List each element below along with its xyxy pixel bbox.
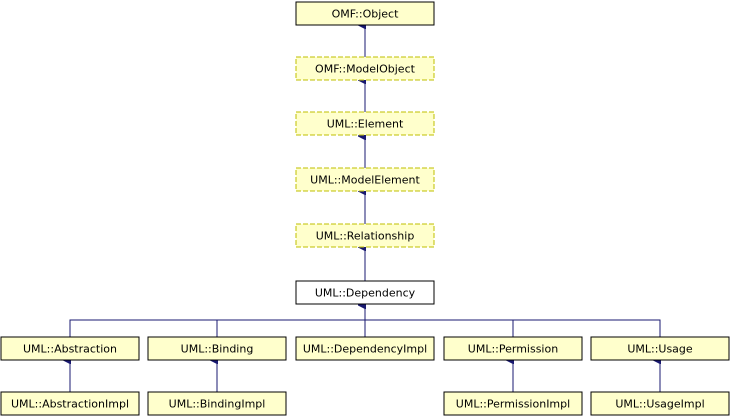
edges bbox=[70, 25, 660, 392]
node-omf-modelobject-label: OMF::ModelObject bbox=[315, 63, 416, 76]
node-uml-usageimpl-label: UML::UsageImpl bbox=[615, 398, 704, 411]
node-uml-dependencyimpl-label: UML::DependencyImpl bbox=[303, 343, 427, 356]
node-uml-permissionimpl[interactable]: UML::PermissionImpl bbox=[443, 391, 583, 416]
node-omf-object[interactable]: OMF::Object bbox=[295, 1, 435, 26]
node-omf-modelobject[interactable]: OMF::ModelObject bbox=[295, 56, 435, 81]
node-uml-usageimpl[interactable]: UML::UsageImpl bbox=[590, 391, 730, 416]
node-uml-permission[interactable]: UML::Permission bbox=[443, 336, 583, 361]
node-uml-abstractionimpl[interactable]: UML::AbstractionImpl bbox=[0, 391, 140, 416]
node-uml-abstraction-label: UML::Abstraction bbox=[23, 343, 117, 356]
node-uml-usage-label: UML::Usage bbox=[627, 343, 693, 356]
node-uml-dependency[interactable]: UML::Dependency bbox=[295, 280, 435, 305]
node-uml-modelelement-label: UML::ModelElement bbox=[310, 174, 420, 187]
node-uml-usage[interactable]: UML::Usage bbox=[590, 336, 730, 361]
node-uml-bindingimpl-label: UML::BindingImpl bbox=[169, 398, 266, 411]
node-uml-element[interactable]: UML::Element bbox=[295, 111, 435, 136]
node-uml-dependencyimpl[interactable]: UML::DependencyImpl bbox=[295, 336, 435, 361]
node-uml-relationship[interactable]: UML::Relationship bbox=[295, 223, 435, 248]
node-uml-relationship-label: UML::Relationship bbox=[316, 230, 415, 243]
node-uml-dependency-label: UML::Dependency bbox=[315, 287, 416, 300]
node-uml-abstractionimpl-label: UML::AbstractionImpl bbox=[11, 398, 129, 411]
node-uml-element-label: UML::Element bbox=[327, 118, 404, 131]
node-omf-object-label: OMF::Object bbox=[332, 8, 400, 21]
node-uml-permission-label: UML::Permission bbox=[468, 343, 558, 356]
node-uml-bindingimpl[interactable]: UML::BindingImpl bbox=[147, 391, 287, 416]
node-uml-abstraction[interactable]: UML::Abstraction bbox=[0, 336, 140, 361]
edge-children-to-dependency bbox=[69, 319, 661, 337]
node-uml-binding-label: UML::Binding bbox=[181, 343, 254, 356]
node-uml-binding[interactable]: UML::Binding bbox=[147, 336, 287, 361]
node-uml-permissionimpl-label: UML::PermissionImpl bbox=[456, 398, 570, 411]
node-uml-modelelement[interactable]: UML::ModelElement bbox=[295, 167, 435, 192]
